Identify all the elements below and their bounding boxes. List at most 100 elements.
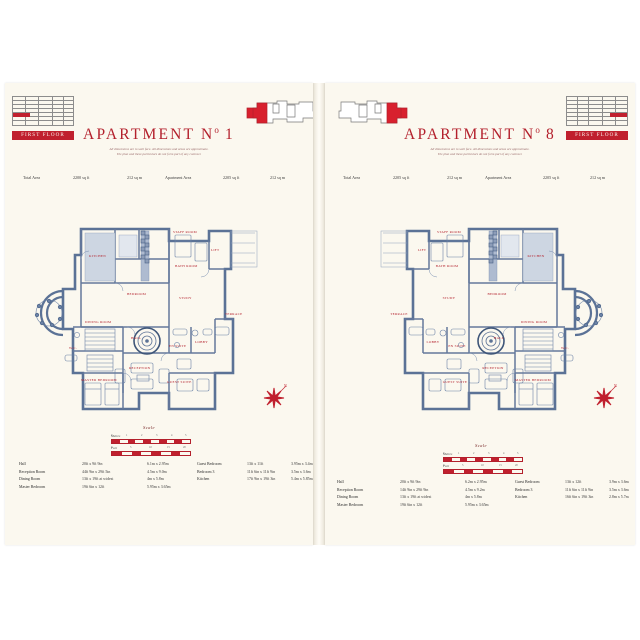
page-gutter [313, 83, 325, 545]
scale-feet-bar [443, 469, 523, 474]
svg-text:DINING ROOM: DINING ROOM [85, 320, 111, 324]
schedule-imperial-column-a: 20ft x 9ft 9in 44ft 9in x 29ft 5in 13ft … [82, 461, 144, 491]
metre-tick-0: 0 [443, 452, 445, 455]
scale-caption: Scale [475, 443, 487, 448]
title-ordinal: o [535, 125, 540, 135]
area-total-sqm: 212 sq m [447, 175, 463, 180]
svg-text:RECEPTION: RECEPTION [129, 366, 151, 370]
svg-text:BEDROOM: BEDROOM [487, 292, 506, 296]
schedule-imperial-column-b: 13ft x 11ft 11ft 6in x 11ft 9in 17ft 9in… [247, 461, 293, 484]
svg-text:HALL: HALL [131, 336, 141, 340]
scale-metres-label: Metres [111, 434, 121, 438]
svg-text:LIFT: LIFT [211, 248, 220, 252]
svg-text:W.C.: W.C. [69, 346, 77, 350]
disclaimer-line-1: All dimensions are to wall face. All dim… [430, 147, 530, 151]
schedule-names-column-b: Guest Bedroom Bedroom 3 Kitchen [515, 479, 563, 502]
metre-tick-5: 5 [185, 434, 187, 437]
compass-rose-icon: N [593, 383, 619, 409]
room-metric: 5.4m x 5.85m [291, 477, 313, 482]
room-name: Dining Room [19, 477, 41, 482]
svg-text:TERRACE: TERRACE [390, 312, 408, 316]
room-metric: 3.9m x 3.6m [609, 480, 629, 484]
title-prefix: APARTMENT N [83, 126, 215, 144]
metre-tick-4: 4 [503, 452, 505, 455]
title-ordinal: o [214, 125, 219, 135]
room-imperial: 13ft x 11ft [247, 462, 264, 466]
schedule-imperial-column-b: 13ft x 12ft 11ft 6in x 11ft 9in 16ft 6in… [565, 479, 611, 502]
room-metric: 4.5m x 9.0m [147, 469, 167, 474]
room-name: Hall [19, 462, 26, 466]
feet-tick-0: 0 [443, 464, 445, 467]
svg-text:HALL: HALL [494, 336, 504, 340]
area-apartment-sqm: 212 sq m [590, 175, 606, 180]
svg-text:LOBBY: LOBBY [427, 340, 440, 344]
metre-tick-1: 1 [458, 452, 460, 455]
room-imperial: 20ft x 9ft 9in [400, 480, 421, 484]
area-summary: Total Area 2205 sq ft 212 sq m Apartment… [325, 175, 635, 189]
metre-tick-3: 3 [488, 452, 490, 455]
scale-metres-bar [111, 439, 191, 444]
room-metric: 3.5m x 3.6m [609, 487, 629, 492]
compass-rose-icon: N [263, 383, 289, 409]
area-apartment-sqft: 2205 sq ft [543, 175, 560, 180]
room-metric: 6.1m x 2.95m [147, 462, 169, 466]
metre-tick-2: 2 [473, 452, 475, 455]
room-name: Bedroom 3 [515, 487, 533, 492]
room-name: Bedroom 3 [197, 469, 215, 474]
room-metric: 4.5m x 9.2m [465, 487, 485, 492]
key-elevation-diagram [12, 96, 74, 126]
svg-text:GUEST SUITE: GUEST SUITE [167, 380, 192, 384]
schedule-names-column-b: Guest Bedroom Bedroom 3 Kitchen [197, 461, 245, 484]
room-imperial: 20ft x 9ft 9in [82, 462, 103, 466]
area-apartment-sqm: 212 sq m [270, 175, 286, 180]
area-total-label: Total Area [343, 175, 361, 180]
room-name: Reception Room [19, 469, 46, 474]
svg-text:LOBBY: LOBBY [195, 340, 208, 344]
metre-tick-0: 0 [111, 434, 113, 437]
scale-metres-ticks: 0 1 2 3 4 5 [443, 452, 521, 457]
svg-text:W.C.: W.C. [561, 346, 569, 350]
page-title: APARTMENT No 8 [325, 125, 635, 144]
floor-badge: FIRST FLOOR [12, 131, 74, 140]
disclaimer: All dimensions are to wall face. All dim… [325, 147, 635, 157]
room-name: Master Bedroom [337, 502, 364, 507]
room-imperial: 13ft x 19ft at widest [82, 477, 114, 482]
scale-feet-label: Feet [443, 464, 450, 468]
schedule-metric-column-a: 6.1m x 2.95m 4.5m x 9.0m 4m x 5.8m 5.95m… [147, 461, 197, 491]
floor-badge: FIRST FLOOR [566, 131, 628, 140]
svg-text:N: N [284, 383, 287, 388]
scale-feet-label: Feet [111, 446, 118, 450]
room-metric: 2.8m x 5.7m [609, 495, 629, 500]
area-apartment-label: Apartment Area [485, 175, 512, 180]
scale-bar: Scale Metres 0 1 2 3 4 5 Feet 0 5 10 15 [443, 443, 527, 475]
schedule-names-column-a: Hall Reception Room Dining Room Master B… [337, 479, 395, 509]
metre-tick-5: 5 [517, 452, 519, 455]
area-apartment-sqft: 2205 sq ft [223, 175, 240, 180]
room-metric: 3.95m x 3.4m [291, 462, 313, 466]
room-name: Guest Bedroom [515, 480, 540, 484]
room-imperial: 16ft 6in x 19ft 3in [565, 495, 594, 500]
svg-text:BATH ROOM: BATH ROOM [175, 264, 198, 268]
metre-tick-3: 3 [156, 434, 158, 437]
room-imperial: 17ft 9in x 19ft 3in [247, 477, 276, 482]
svg-text:EN SUITE: EN SUITE [169, 344, 186, 348]
floor-plan-drawing-apartment-1: KITCHEN STAFF ROOM BATH ROOM LIFT BEDROO… [19, 223, 291, 423]
room-metric: 5.95m x 3.65m [147, 484, 171, 489]
svg-text:KITCHEN: KITCHEN [528, 254, 545, 258]
scale-metres-ticks: 0 1 2 3 4 5 [111, 434, 189, 439]
feet-tick-2: 10 [149, 446, 152, 449]
disclaimer-line-1: All dimensions are to wall face. All dim… [109, 147, 209, 151]
feet-tick-0: 0 [111, 446, 113, 449]
room-imperial: 19ft 6in x 12ft [82, 484, 105, 489]
room-metric: 4m x 5.8m [147, 477, 164, 482]
page-apartment-1: FIRST FLOOR APARTMENT No 1 All dimension… [5, 83, 313, 545]
scale-feet-ticks: 0 5 10 15 20 [111, 446, 189, 451]
svg-text:GUEST SUITE: GUEST SUITE [443, 380, 468, 384]
svg-text:EN SUITE: EN SUITE [448, 344, 465, 348]
svg-text:LIFT: LIFT [418, 248, 427, 252]
room-name: Master Bedroom [19, 484, 46, 489]
svg-text:STAFF ROOM: STAFF ROOM [173, 230, 197, 234]
metre-tick-2: 2 [141, 434, 143, 437]
room-imperial: 19ft 6in x 12ft [400, 502, 423, 507]
room-metric: 3.5m x 3.6m [291, 469, 311, 474]
